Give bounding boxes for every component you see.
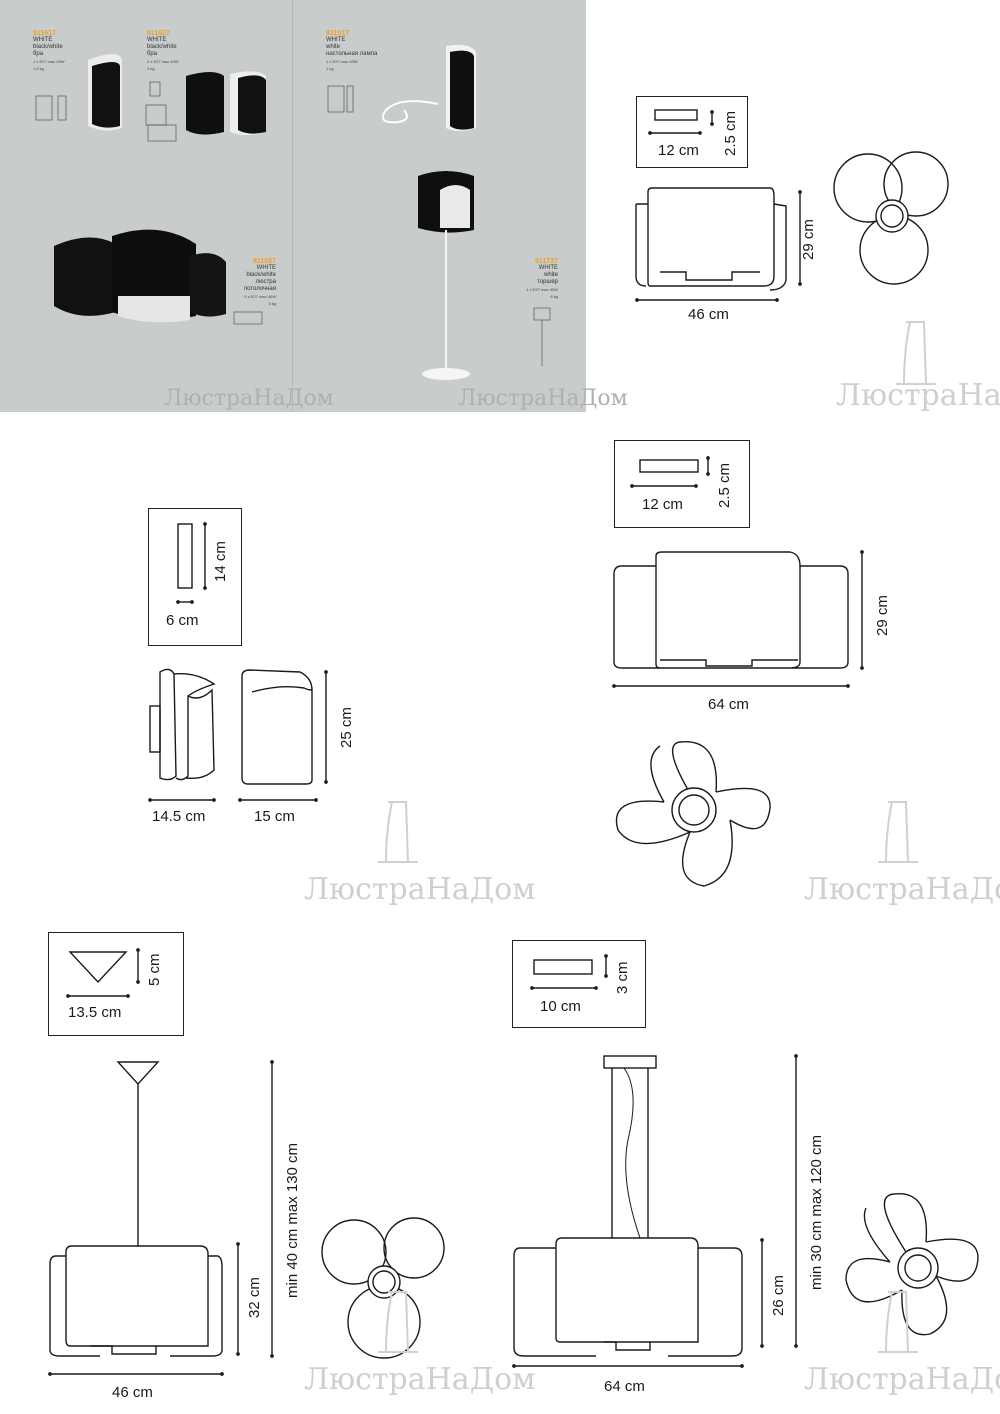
product-type: настольная лампа [326, 51, 378, 57]
product-color: black/white [33, 44, 63, 50]
canopy-detail-box [48, 932, 184, 1036]
dim-width: 15 cm [254, 808, 295, 825]
product-weight: 5 kg [268, 301, 276, 306]
product-code: 811917 [326, 30, 349, 37]
dim-mount-width: 6 cm [166, 612, 199, 629]
watermark-text: ЛюстраНаДом [804, 1362, 1000, 1397]
product-weight: 6 kg [550, 294, 558, 299]
dim-width: 64 cm [708, 696, 749, 713]
product-spec: 1 x E27 max 40W [33, 59, 65, 64]
product-weight: 1 kg [326, 66, 334, 71]
dim-mount-width: 12 cm [658, 142, 699, 159]
product-type: бра [147, 51, 158, 57]
dim-width: 46 cm [688, 306, 729, 323]
product-color: white [543, 272, 558, 278]
watermark-text: ЛюстраНаДом [804, 872, 1000, 907]
product-color: white [326, 44, 341, 50]
product-weight: 1.5 kg [33, 66, 44, 71]
product-info-811057: 811057 WHITE black/white люстра потолочн… [232, 258, 276, 307]
watermark-text: ЛюстраНаДом [304, 872, 536, 907]
product-code: 811627 [147, 30, 170, 37]
mount-detail-box [614, 440, 750, 528]
catalog-divider [292, 0, 293, 412]
product-finish: WHITE [538, 265, 558, 271]
product-type: торшер [537, 279, 558, 285]
dim-width: 46 cm [112, 1384, 153, 1401]
watermark-text: ЛюстраНаДом [458, 386, 628, 411]
product-code: 811617 [33, 30, 56, 37]
product-type: люстра потолочная [243, 279, 276, 292]
product-info-811917: 811917 WHITE white настольная лампа 1 x … [326, 30, 377, 72]
watermark-text: ЛюстраНаДом [836, 378, 1000, 413]
product-info-811617: 811617 WHITE black/white бра 1 x E27 max… [33, 30, 65, 72]
product-spec: 5 x E27 max 40W [244, 294, 276, 299]
product-info-811627: 811627 WHITE black/white бра 2 x E27 max… [147, 30, 179, 72]
product-spec: 1 x E27 max 40W [526, 287, 558, 292]
watermark-text: ЛюстраНаДом [304, 1362, 536, 1397]
product-finish: WHITE [147, 37, 167, 43]
product-code: 811057 [253, 258, 276, 265]
product-finish: WHITE [256, 265, 276, 271]
product-weight: 2 kg [147, 66, 155, 71]
dim-canopy-width: 13.5 cm [68, 1004, 122, 1021]
product-type: бра [33, 51, 44, 57]
product-color: black/white [246, 272, 276, 278]
dim-depth: 14.5 cm [152, 808, 206, 825]
product-info-811737: 811737 WHITE white торшер 1 x E27 max 40… [516, 258, 558, 300]
mount-detail-box [148, 508, 242, 646]
canopy-detail-box [512, 940, 646, 1028]
dim-canopy-width: 10 cm [540, 998, 581, 1015]
dim-mount-width: 12 cm [642, 496, 683, 513]
product-spec: 2 x E27 max 40W [147, 59, 179, 64]
product-finish: WHITE [326, 37, 346, 43]
product-code: 811737 [535, 258, 558, 265]
product-color: black/white [147, 44, 177, 50]
dim-width: 64 cm [604, 1378, 645, 1395]
product-spec: 1 x E27 max 40W [326, 59, 358, 64]
catalog-product-images [35, 44, 551, 380]
product-finish: WHITE [33, 37, 53, 43]
watermark-text: ЛюстраНаДом [164, 386, 334, 411]
catalog-panel: 811617 WHITE black/white бра 1 x E27 max… [0, 0, 628, 412]
mount-detail-box [636, 96, 748, 168]
